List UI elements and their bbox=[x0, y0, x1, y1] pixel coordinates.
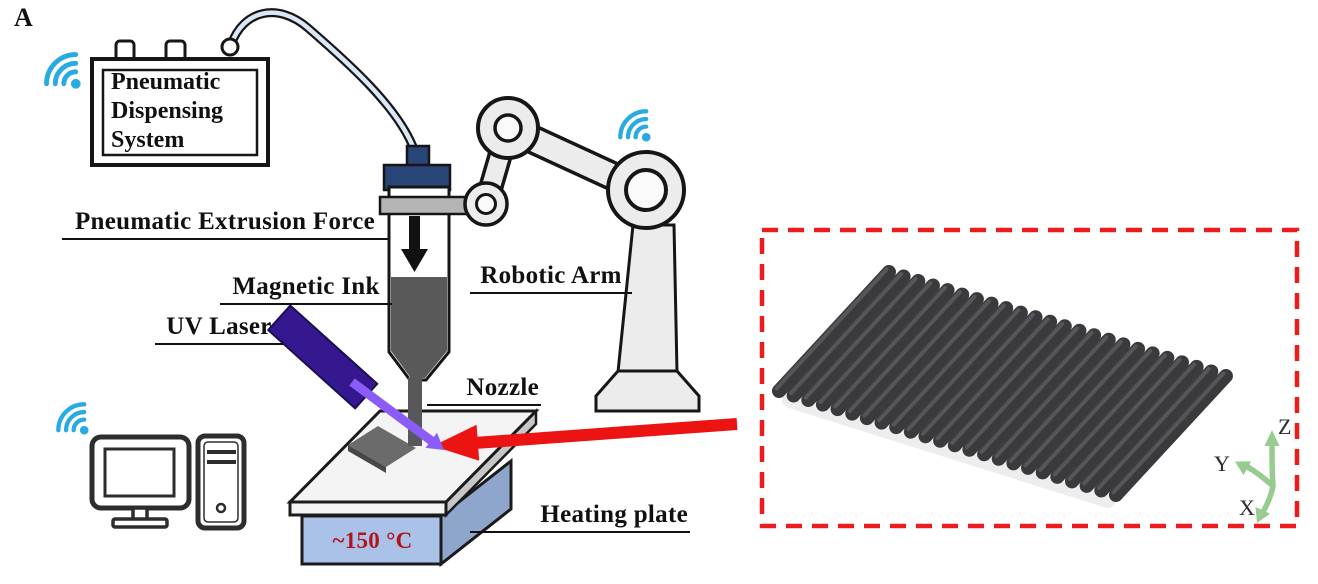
filament-rod bbox=[977, 328, 1102, 462]
robotic-arm-label: Robotic Arm bbox=[470, 262, 632, 294]
filament-rod bbox=[1096, 366, 1211, 490]
computer-tower bbox=[195, 433, 247, 531]
pneumatic-extrusion-force-label: Pneumatic Extrusion Force bbox=[62, 208, 388, 240]
printed-filaments bbox=[772, 265, 1233, 502]
extrusion-force-arrow-icon bbox=[401, 216, 428, 272]
wifi-icon bbox=[618, 109, 651, 142]
filament-rod bbox=[789, 272, 904, 396]
filament-rod bbox=[962, 323, 1087, 457]
filament-rod bbox=[1006, 337, 1131, 471]
filament-rod bbox=[933, 314, 1058, 448]
heater-base-front bbox=[300, 514, 443, 566]
monitor-screen bbox=[103, 447, 176, 498]
pds-line: Dispensing bbox=[111, 98, 224, 124]
filament-rod bbox=[1065, 355, 1189, 489]
filament-rod bbox=[906, 308, 1021, 432]
plate-front bbox=[288, 500, 448, 517]
filament-rod bbox=[774, 267, 889, 391]
filament-rod bbox=[964, 326, 1079, 450]
filament-rod bbox=[921, 312, 1035, 436]
monitor-stand bbox=[111, 517, 169, 529]
x-axis-arrow bbox=[1260, 483, 1276, 515]
filament-rod bbox=[818, 281, 933, 405]
pds-line: Pneumatic bbox=[111, 69, 221, 95]
y-axis-label: Y bbox=[1214, 451, 1230, 476]
pneumatic-dispensing-box bbox=[90, 37, 270, 167]
syringe bbox=[378, 144, 509, 382]
pds-line: System bbox=[111, 127, 185, 153]
filament-rod bbox=[935, 317, 1050, 441]
arm-column bbox=[616, 223, 679, 374]
filament-rod bbox=[830, 283, 955, 417]
filament-rod bbox=[1082, 362, 1197, 486]
pneumatic-dispensing-system-label: Pneumatic Dispensing System bbox=[111, 68, 223, 155]
filament-rod bbox=[1021, 341, 1146, 475]
desktop-computer-icon bbox=[89, 433, 247, 531]
filament-rod bbox=[845, 287, 970, 421]
filament-rod bbox=[1108, 368, 1233, 502]
filament-rod bbox=[991, 332, 1116, 466]
filament-rod bbox=[874, 296, 999, 430]
pointer-arrow bbox=[433, 418, 738, 461]
filament-rod bbox=[772, 265, 896, 398]
filament-rod bbox=[903, 305, 1028, 439]
ink-fill bbox=[391, 277, 447, 378]
heating-plate-label: Heating plate bbox=[470, 501, 690, 533]
y-axis-arrow bbox=[1245, 464, 1276, 489]
z-axis-arrow bbox=[1269, 441, 1276, 489]
arm-base bbox=[594, 369, 701, 413]
robotic-arm-graphic bbox=[473, 96, 701, 413]
printed-sample bbox=[348, 426, 416, 467]
filament-rod bbox=[1008, 339, 1123, 463]
filament-rod bbox=[889, 301, 1014, 435]
tube-connector bbox=[220, 37, 240, 57]
filament-rod bbox=[803, 276, 918, 400]
filament-rod bbox=[1094, 364, 1219, 498]
filament-rod bbox=[918, 310, 1043, 444]
wifi-icon bbox=[56, 402, 89, 435]
z-axis-label: Z bbox=[1278, 414, 1292, 439]
filament-rod bbox=[1052, 353, 1167, 477]
coordinate-axes bbox=[1235, 430, 1280, 523]
filament-rod bbox=[1035, 346, 1160, 480]
uv-laser-beam bbox=[349, 378, 436, 446]
filament-rod bbox=[1050, 350, 1175, 484]
magnified-view-box bbox=[759, 227, 1300, 529]
filament-rod bbox=[1079, 359, 1204, 493]
syringe-clamp bbox=[378, 195, 468, 216]
x-axis-label: X bbox=[1239, 495, 1255, 520]
filament-rod bbox=[833, 285, 948, 409]
nozzle-label: Nozzle bbox=[427, 374, 541, 406]
uv-laser-graphic bbox=[266, 304, 444, 450]
filament-rod bbox=[994, 335, 1109, 459]
figure-label: A bbox=[14, 3, 33, 32]
filament-rod bbox=[1111, 371, 1226, 495]
filament-rod bbox=[1023, 344, 1138, 468]
filament-rod bbox=[815, 278, 940, 412]
magnetic-ink-label: Magnetic Ink bbox=[220, 273, 392, 305]
filament-rod bbox=[979, 330, 1094, 454]
filament-rod bbox=[891, 303, 1006, 427]
filament-rod bbox=[877, 299, 992, 423]
filament-rod bbox=[786, 269, 911, 403]
filament-rod bbox=[950, 321, 1065, 445]
filament-rod bbox=[1038, 348, 1153, 472]
temperature-label: ~150 °C bbox=[332, 528, 413, 553]
filament-rod bbox=[862, 294, 977, 418]
air-tube bbox=[226, 8, 420, 157]
filament-rod bbox=[859, 292, 984, 426]
uv-laser-label: UV Laser bbox=[155, 313, 283, 345]
power-button-icon bbox=[215, 502, 227, 514]
filament-rod bbox=[1067, 357, 1182, 481]
wifi-icon bbox=[44, 52, 81, 89]
filament-rod bbox=[947, 319, 1072, 453]
filament-rod bbox=[847, 290, 962, 414]
filament-rod bbox=[801, 274, 926, 408]
